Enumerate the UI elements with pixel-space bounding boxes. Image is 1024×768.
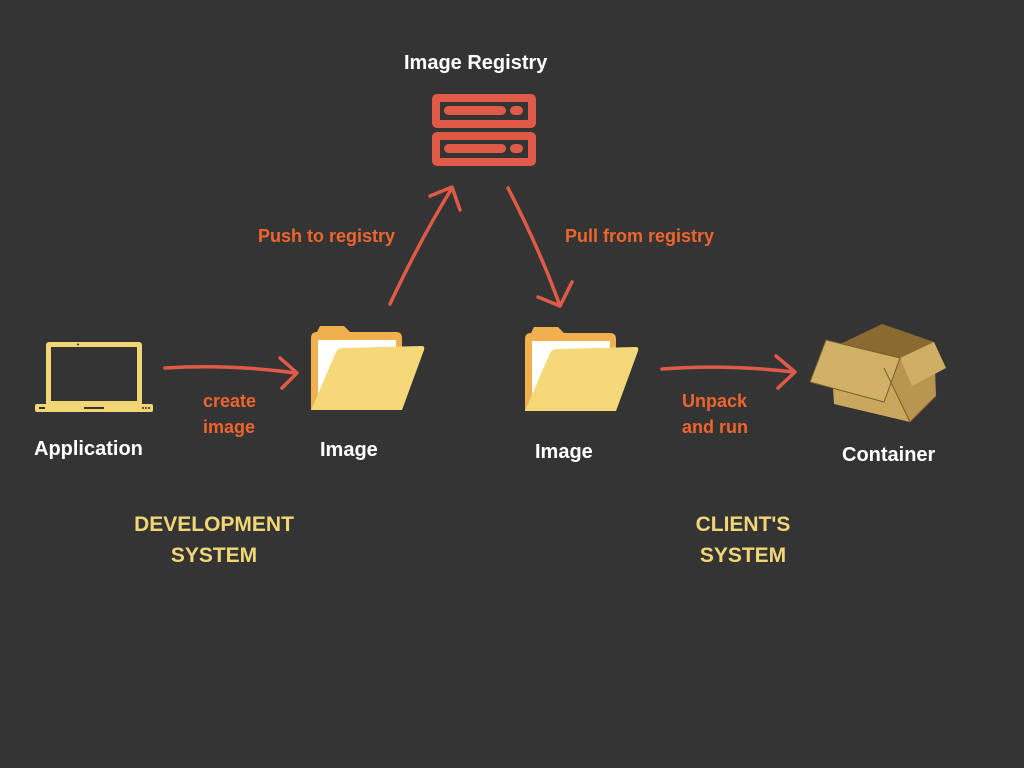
edge-label-push: Push to registry	[258, 226, 396, 246]
laptop-icon	[35, 342, 153, 412]
system-label-line: DEVELOPMENT	[134, 513, 294, 536]
folder-icon	[525, 327, 639, 411]
arrow-push	[388, 186, 454, 306]
node-label-container: Container	[842, 444, 936, 466]
system-label-development: DEVELOPMENT SYSTEM	[130, 509, 298, 571]
edge-label-line: Unpack	[682, 391, 748, 411]
arrow-push-head	[428, 185, 462, 212]
node-label-image-client: Image	[535, 441, 593, 463]
edge-label-line: and run	[682, 417, 748, 437]
arrow-pull-head	[536, 280, 574, 308]
edge-label-unpack-run: Unpack and run	[682, 388, 748, 440]
arrow-pull	[506, 186, 562, 308]
arrow-unpack-head	[774, 354, 797, 390]
arrow-create-image-head	[278, 356, 299, 390]
node-label-application: Application	[34, 438, 143, 460]
system-label-line: SYSTEM	[170, 544, 258, 567]
registry-title: Image Registry	[404, 52, 548, 74]
system-label-line: CLIENT'S	[695, 513, 791, 536]
system-label-client: CLIENT'S SYSTEM	[688, 509, 798, 571]
server-icon	[432, 94, 536, 166]
edge-label-create-image: create image	[203, 388, 256, 440]
arrow-create-image	[163, 365, 298, 375]
edge-label-line: create	[203, 391, 257, 411]
arrow-unpack	[660, 365, 796, 374]
box-icon	[809, 324, 946, 423]
edge-label-line: image	[203, 417, 256, 437]
edge-label-pull: Pull from registry	[565, 226, 715, 246]
folder-icon	[311, 326, 425, 410]
system-label-line: SYSTEM	[699, 544, 787, 567]
node-label-image-dev: Image	[320, 439, 378, 461]
